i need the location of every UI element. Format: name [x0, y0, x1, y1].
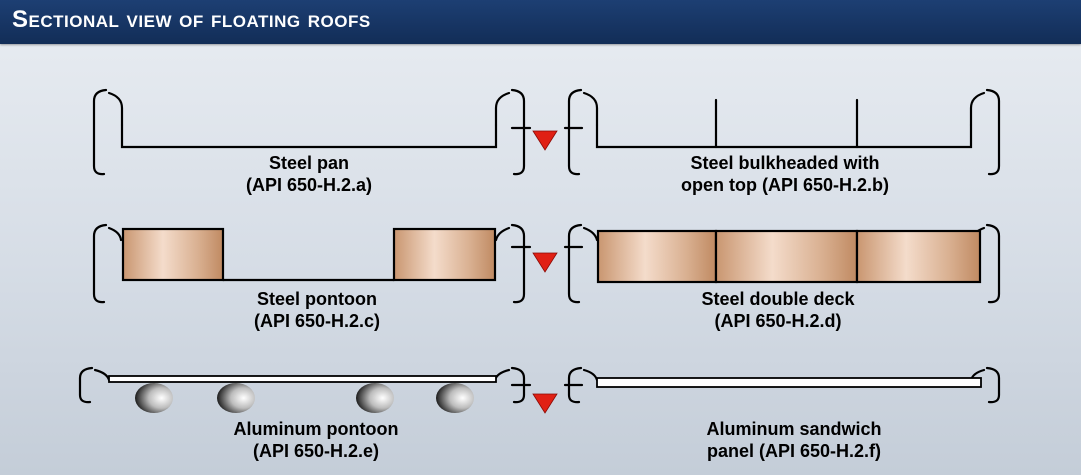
double-deck-compartment [596, 229, 718, 284]
bulkheaded-deck [595, 123, 973, 149]
right-shell-seal [510, 88, 526, 176]
caption-line: (API 650-H.2.d) [714, 311, 842, 331]
caption-steel-bulkheaded: Steel bulkheaded with open top (API 650-… [605, 152, 965, 196]
steel-bulkheaded-roof [567, 88, 1001, 176]
right-shell-seal [510, 223, 526, 304]
caption-line: Steel double deck [701, 289, 855, 309]
left-shell-seal [567, 366, 583, 404]
left-shell-seal [92, 223, 108, 304]
caption-line: Steel bulkheaded with [690, 153, 880, 173]
liquid-level-marker [532, 130, 558, 151]
caption-aluminum-pontoon: Aluminum pontoon (API 650-H.2.e) [136, 418, 496, 462]
pontoon-float [135, 383, 173, 413]
caption-aluminum-sandwich: Aluminum sandwich panel (API 650-H.2.f) [614, 418, 974, 462]
steel-pontoon-roof [92, 223, 526, 304]
steel-pan-roof [92, 88, 526, 176]
sandwich-panel [596, 377, 982, 388]
pontoon-compartment [121, 227, 225, 282]
caption-line: Aluminum sandwich [706, 419, 882, 439]
title-bar: Sectional view of floating roofs [0, 0, 1081, 44]
liquid-level-marker [532, 393, 558, 414]
left-shell-seal [92, 88, 108, 176]
caption-steel-double-deck: Steel double deck (API 650-H.2.d) [598, 288, 958, 332]
aluminum-deck [108, 375, 497, 383]
pontoon-float [436, 383, 474, 413]
page-title: Sectional view of floating roofs [12, 6, 371, 33]
caption-steel-pontoon: Steel pontoon (API 650-H.2.c) [137, 288, 497, 332]
pontoon-compartment [392, 227, 497, 282]
caption-line: (API 650-H.2.c) [253, 311, 381, 331]
caption-line: Aluminum pontoon [233, 419, 399, 439]
right-shell-seal [985, 223, 1001, 304]
caption-line: Steel pan [268, 153, 350, 173]
double-deck-compartment [855, 229, 982, 284]
caption-line: (API 650-H.2.e) [252, 441, 380, 461]
right-shell-seal [510, 366, 526, 404]
caption-line: open top (API 650-H.2.b) [680, 175, 889, 195]
double-deck-compartment [714, 229, 859, 284]
pontoon-float [217, 383, 255, 413]
caption-line: panel (API 650-H.2.f) [706, 441, 882, 461]
caption-line: Steel pontoon [257, 289, 377, 309]
left-shell-seal [567, 88, 583, 176]
right-shell-seal [985, 88, 1001, 176]
liquid-level-marker [532, 252, 558, 273]
right-shell-seal [985, 366, 1001, 404]
left-shell-seal [78, 366, 94, 404]
left-shell-seal [567, 223, 583, 304]
caption-line: (API 650-H.2.a) [245, 175, 373, 195]
pan-deck [120, 123, 498, 149]
pontoon-float [356, 383, 394, 413]
caption-steel-pan: Steel pan (API 650-H.2.a) [129, 152, 489, 196]
